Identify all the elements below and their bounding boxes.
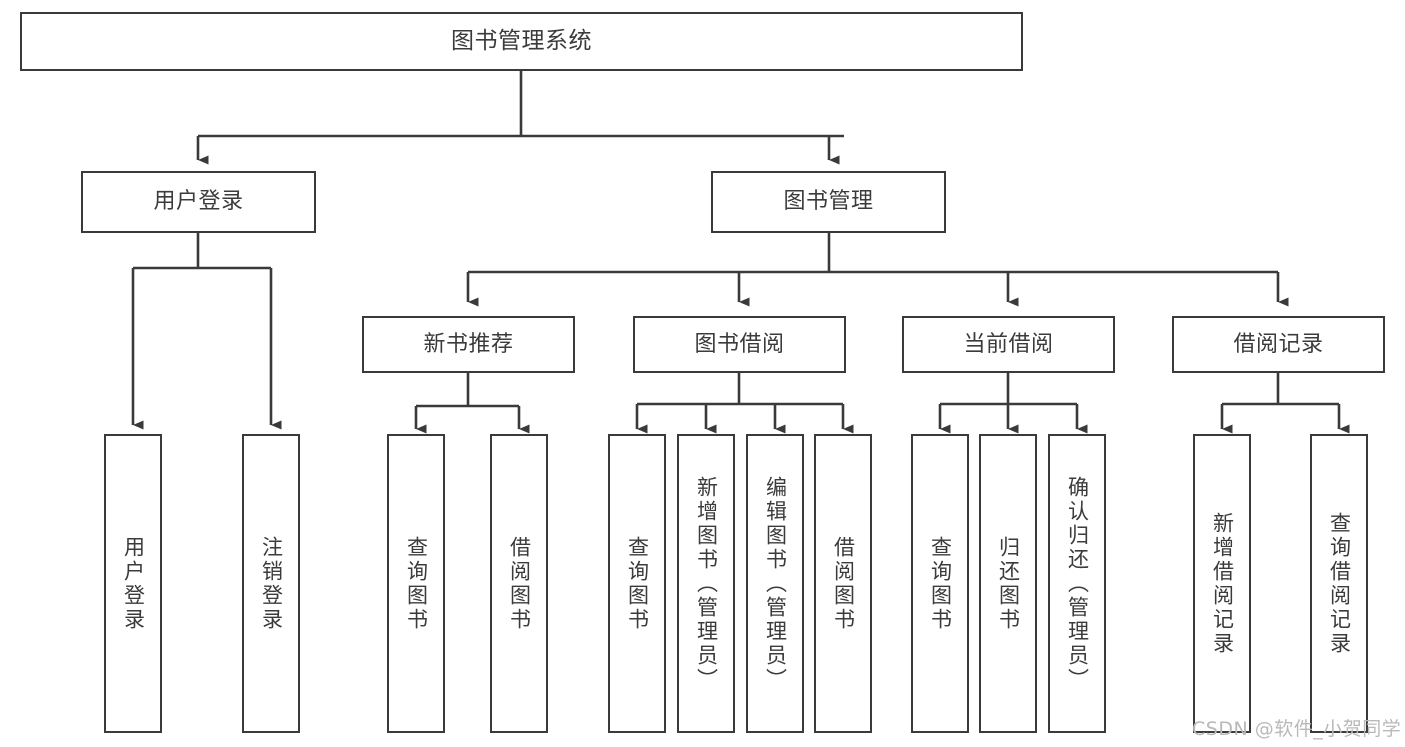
node-leaf-query-record-label: 查询借阅记录 [1327, 511, 1352, 656]
node-leaf-add-book[interactable]: 新增图书（管理员） [677, 434, 735, 733]
node-current-borrow[interactable]: 当前借阅 [902, 316, 1115, 373]
node-leaf-logout-login[interactable]: 注销登录 [242, 434, 300, 733]
node-new-book-recommend[interactable]: 新书推荐 [362, 316, 575, 373]
node-leaf-edit-book-label: 编辑图书（管理员） [763, 475, 788, 692]
node-leaf-borrow-book-2[interactable]: 借阅图书 [814, 434, 872, 733]
node-book-manage[interactable]: 图书管理 [711, 171, 946, 233]
node-leaf-add-book-label: 新增图书（管理员） [694, 475, 719, 692]
node-leaf-edit-book[interactable]: 编辑图书（管理员） [746, 434, 804, 733]
node-borrow-record-label: 借阅记录 [1233, 331, 1324, 357]
node-leaf-query-book-2[interactable]: 查询图书 [608, 434, 666, 733]
node-borrow-record[interactable]: 借阅记录 [1172, 316, 1385, 373]
csdn-watermark: CSDN @软件_小贺同学 [1192, 718, 1402, 740]
node-new-book-recommend-label: 新书推荐 [423, 331, 514, 357]
node-leaf-confirm-return[interactable]: 确认归还（管理员） [1048, 434, 1106, 733]
node-leaf-return-book[interactable]: 归还图书 [979, 434, 1037, 733]
node-book-borrow-label: 图书借阅 [694, 331, 785, 357]
node-leaf-add-record[interactable]: 新增借阅记录 [1193, 434, 1251, 733]
node-root-label: 图书管理系统 [451, 27, 592, 54]
node-leaf-borrow-book-1-label: 借阅图书 [507, 535, 532, 632]
node-book-manage-label: 图书管理 [783, 189, 874, 215]
node-leaf-logout-login-label: 注销登录 [259, 535, 284, 632]
node-leaf-query-book-2-label: 查询图书 [625, 535, 650, 632]
node-leaf-query-book-3-label: 查询图书 [928, 535, 953, 632]
node-leaf-query-record[interactable]: 查询借阅记录 [1310, 434, 1368, 733]
node-root[interactable]: 图书管理系统 [20, 12, 1023, 71]
node-leaf-borrow-book-1[interactable]: 借阅图书 [490, 434, 548, 733]
node-leaf-query-book-1[interactable]: 查询图书 [387, 434, 445, 733]
node-leaf-user-login[interactable]: 用户登录 [104, 434, 162, 733]
node-user-login-label: 用户登录 [153, 189, 244, 215]
node-book-borrow[interactable]: 图书借阅 [633, 316, 846, 373]
node-leaf-return-book-label: 归还图书 [996, 535, 1021, 632]
node-leaf-borrow-book-2-label: 借阅图书 [831, 535, 856, 632]
node-leaf-user-login-label: 用户登录 [121, 535, 146, 632]
node-leaf-confirm-return-label: 确认归还（管理员） [1065, 475, 1090, 692]
node-leaf-query-book-1-label: 查询图书 [404, 535, 429, 632]
node-leaf-add-record-label: 新增借阅记录 [1210, 511, 1235, 656]
node-user-login[interactable]: 用户登录 [81, 171, 316, 233]
node-leaf-query-book-3[interactable]: 查询图书 [911, 434, 969, 733]
node-current-borrow-label: 当前借阅 [963, 331, 1054, 357]
